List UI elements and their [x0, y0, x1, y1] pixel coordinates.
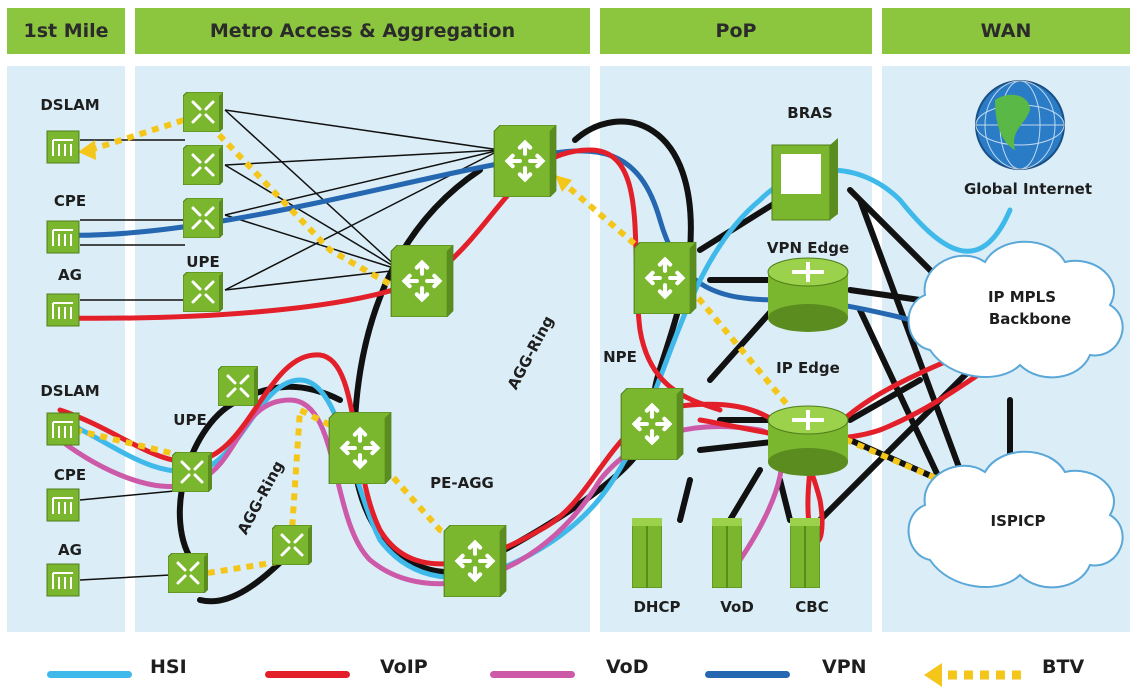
label-ip-edge: IP Edge [776, 359, 840, 377]
header-wan: WAN [882, 8, 1130, 54]
cpe-bottom-icon [46, 488, 80, 522]
label-ag-bottom: AG [58, 541, 82, 559]
dslam-bottom-icon [46, 412, 80, 446]
label-backbone: Backbone [989, 310, 1071, 328]
voip-path-top [57, 147, 723, 413]
label-cpe-top: CPE [54, 192, 86, 210]
legend-hsi-line [47, 671, 132, 678]
header-metro-access-aggregation: Metro Access & Aggregation [135, 8, 590, 54]
legend-vpn-line [705, 671, 790, 678]
cpe-top-icon [46, 220, 80, 254]
agg-router-1-icon [494, 125, 556, 197]
ip-edge-router-icon [767, 405, 849, 476]
header-pop: PoP [600, 8, 872, 54]
cbc-server-icon [790, 518, 820, 588]
legend-vod-line [490, 671, 575, 678]
upe-switch-7-icon [168, 553, 208, 593]
legend-btv-arrow [924, 663, 1022, 687]
metro-mesh-links [79, 109, 501, 581]
ispicp-cloud-icon [907, 450, 1124, 589]
label-npe: NPE [603, 348, 637, 366]
label-pe-agg: PE-AGG [430, 474, 494, 492]
legend-voip-line [265, 671, 350, 678]
upe-switch-5-icon [218, 366, 258, 406]
upe-switch-1-icon [183, 92, 223, 132]
label-dslam-bottom: DSLAM [40, 382, 99, 400]
vod-server-icon [712, 518, 742, 588]
label-cpe-bottom: CPE [54, 466, 86, 484]
upe-switch-4-icon [183, 272, 223, 312]
bras-icon [771, 138, 838, 221]
label-upe-bottom: UPE [173, 411, 206, 429]
upe-switch-8-icon [272, 525, 312, 565]
label-dslam-top: DSLAM [40, 96, 99, 114]
header-1st-mile: 1st Mile [7, 8, 125, 54]
label-ispicp: ISPICP [991, 512, 1046, 530]
ip-mpls-backbone-cloud-icon [907, 240, 1124, 379]
voip-path-bottom [57, 327, 1023, 567]
agg-router-2-icon [391, 245, 453, 317]
globe-icon [975, 80, 1065, 170]
btv-arrowheads [78, 140, 572, 192]
pe-agg-router-2-icon [444, 525, 506, 597]
dhcp-server-icon [632, 518, 662, 588]
upe-switch-2-icon [183, 145, 223, 185]
legend-voip-label: VoIP [380, 656, 428, 678]
upe-switch-3-icon [183, 198, 223, 238]
legend-vod-label: VoD [606, 656, 649, 678]
label-bras: BRAS [787, 104, 832, 122]
pe-agg-router-1-icon [329, 412, 391, 484]
voip-path-ispicp [697, 357, 1003, 442]
label-ip-mpls: IP MPLS [988, 288, 1056, 306]
vpn-edge-router-icon [767, 257, 849, 332]
legend-vpn-label: VPN [822, 656, 867, 678]
npe-router-2-icon [621, 388, 683, 460]
npe-router-1-icon [634, 242, 696, 314]
label-agg-ring-right: AGG-Ring [504, 313, 558, 393]
label-vod-server: VoD [720, 598, 754, 616]
label-cbc: CBC [795, 598, 828, 616]
label-ag-top: AG [58, 266, 82, 284]
label-dhcp: DHCP [633, 598, 680, 616]
legend-btv-label: BTV [1042, 656, 1085, 678]
dslam-top-icon [46, 130, 80, 164]
label-upe-top: UPE [186, 253, 219, 271]
label-global-internet: Global Internet [964, 180, 1092, 198]
ag-bottom-icon [46, 563, 80, 597]
ag-top-icon [46, 293, 80, 327]
legend-hsi-label: HSI [150, 656, 187, 678]
label-vpn-edge: VPN Edge [767, 239, 849, 257]
upe-switch-6-icon [172, 452, 212, 492]
